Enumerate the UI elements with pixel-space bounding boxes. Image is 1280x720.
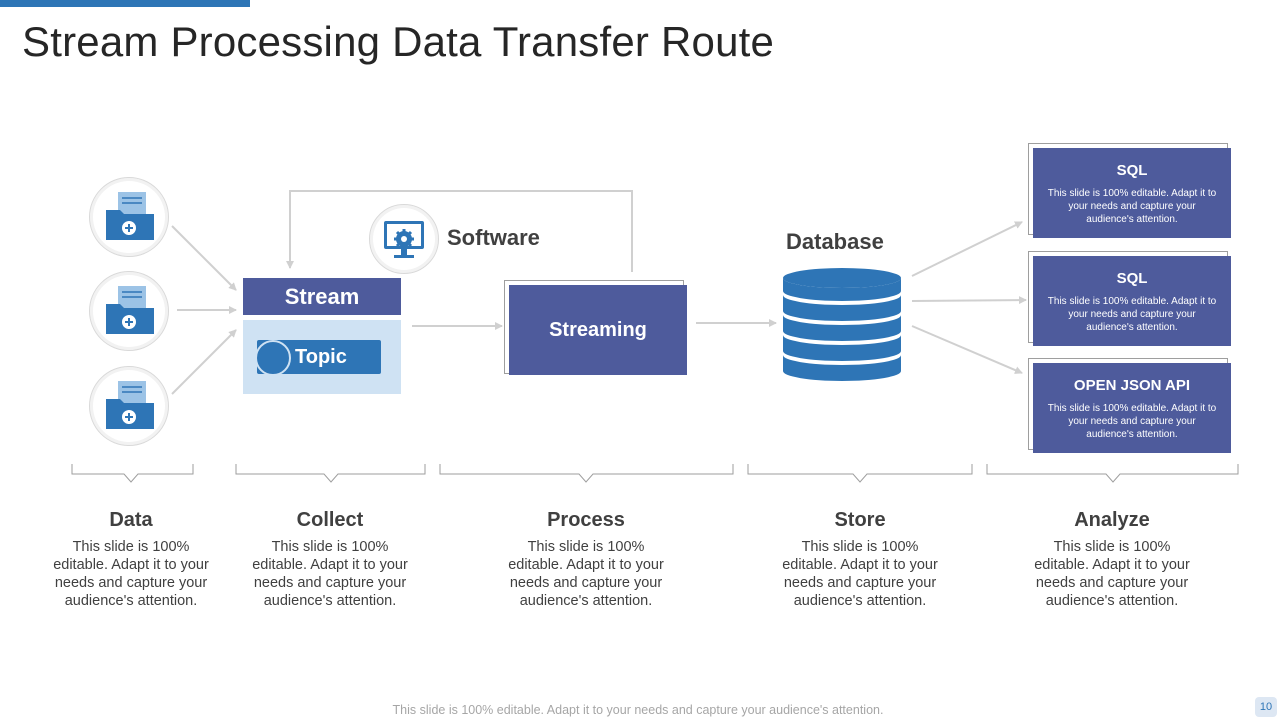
software-label: Software: [447, 225, 540, 250]
stage-title: Process: [547, 509, 625, 531]
stage-description: This slide is 100% editable. Adapt it to…: [782, 539, 938, 609]
folder-plus-icon: [106, 192, 154, 240]
stage-description: This slide is 100% editable. Adapt it to…: [252, 539, 408, 609]
arrow-source3-to-stream: [171, 329, 237, 395]
stage-title: Store: [834, 509, 886, 531]
database-stack-icon: [783, 268, 901, 381]
flow-arrows: [171, 190, 1027, 395]
folder-plus-icon: [106, 286, 154, 334]
arrow-feedback-loop: [286, 190, 633, 272]
stage-collect: Collect This slide is 100% editable. Ada…: [230, 509, 430, 610]
stream-topic-panel: Topic: [243, 320, 401, 394]
arrow-source1-to-stream: [171, 225, 237, 291]
stage-data: Data This slide is 100% editable. Adapt …: [31, 509, 231, 610]
output-card-sql-2: SQL This slide is 100% editable. Adapt i…: [1033, 256, 1231, 346]
title-accent-bar: [0, 0, 250, 7]
stage-title: Collect: [296, 509, 364, 531]
output-card-sql-1: SQL This slide is 100% editable. Adapt i…: [1033, 148, 1231, 238]
stage-process: Process This slide is 100% editable. Ada…: [486, 509, 686, 610]
stage-analyze: Analyze This slide is 100% editable. Ada…: [1012, 509, 1212, 610]
page-title: Stream Processing Data Transfer Route: [22, 18, 775, 65]
monitor-gear-icon: [384, 221, 424, 258]
output-card-title: OPEN JSON API: [1073, 377, 1191, 394]
arrow-database-to-api: [911, 325, 1023, 374]
source-icon-3: [89, 366, 169, 446]
stream-header: Stream: [243, 278, 401, 315]
stage-brackets: [71, 464, 1239, 483]
arrow-database-to-sql1: [911, 221, 1023, 277]
stage-description: This slide is 100% editable. Adapt it to…: [53, 539, 209, 609]
output-card-text: This slide is 100% editable. Adapt it to…: [1047, 296, 1217, 333]
source-icon-2: [89, 271, 169, 351]
arrow-database-to-sql2: [911, 296, 1027, 305]
output-card-text: This slide is 100% editable. Adapt it to…: [1047, 188, 1217, 225]
footer-note: This slide is 100% editable. Adapt it to…: [392, 703, 884, 717]
folder-plus-icon: [106, 381, 154, 429]
source-icon-1: [89, 177, 169, 257]
page-number: 10: [1255, 697, 1277, 717]
topic-label: Topic: [295, 346, 347, 368]
stage-title: Analyze: [1074, 509, 1150, 531]
stage-description: This slide is 100% editable. Adapt it to…: [1034, 539, 1190, 609]
output-card-json-api: OPEN JSON API This slide is 100% editabl…: [1033, 363, 1231, 453]
database-label: Database: [786, 229, 884, 254]
bracket-process: [439, 464, 734, 483]
topic-circle-icon: [255, 340, 291, 376]
output-card-title: SQL: [1116, 270, 1148, 287]
stage-description: This slide is 100% editable. Adapt it to…: [508, 539, 664, 609]
software-icon-circle: [369, 204, 439, 274]
bracket-data: [71, 464, 194, 483]
stage-store: Store This slide is 100% editable. Adapt…: [760, 509, 960, 610]
bracket-collect: [235, 464, 426, 483]
stage-title: Data: [109, 509, 153, 531]
output-card-text: This slide is 100% editable. Adapt it to…: [1047, 403, 1217, 440]
streaming-box: Streaming: [509, 285, 687, 375]
bracket-analyze: [986, 464, 1239, 483]
bracket-store: [747, 464, 973, 483]
output-card-title: SQL: [1116, 162, 1148, 179]
